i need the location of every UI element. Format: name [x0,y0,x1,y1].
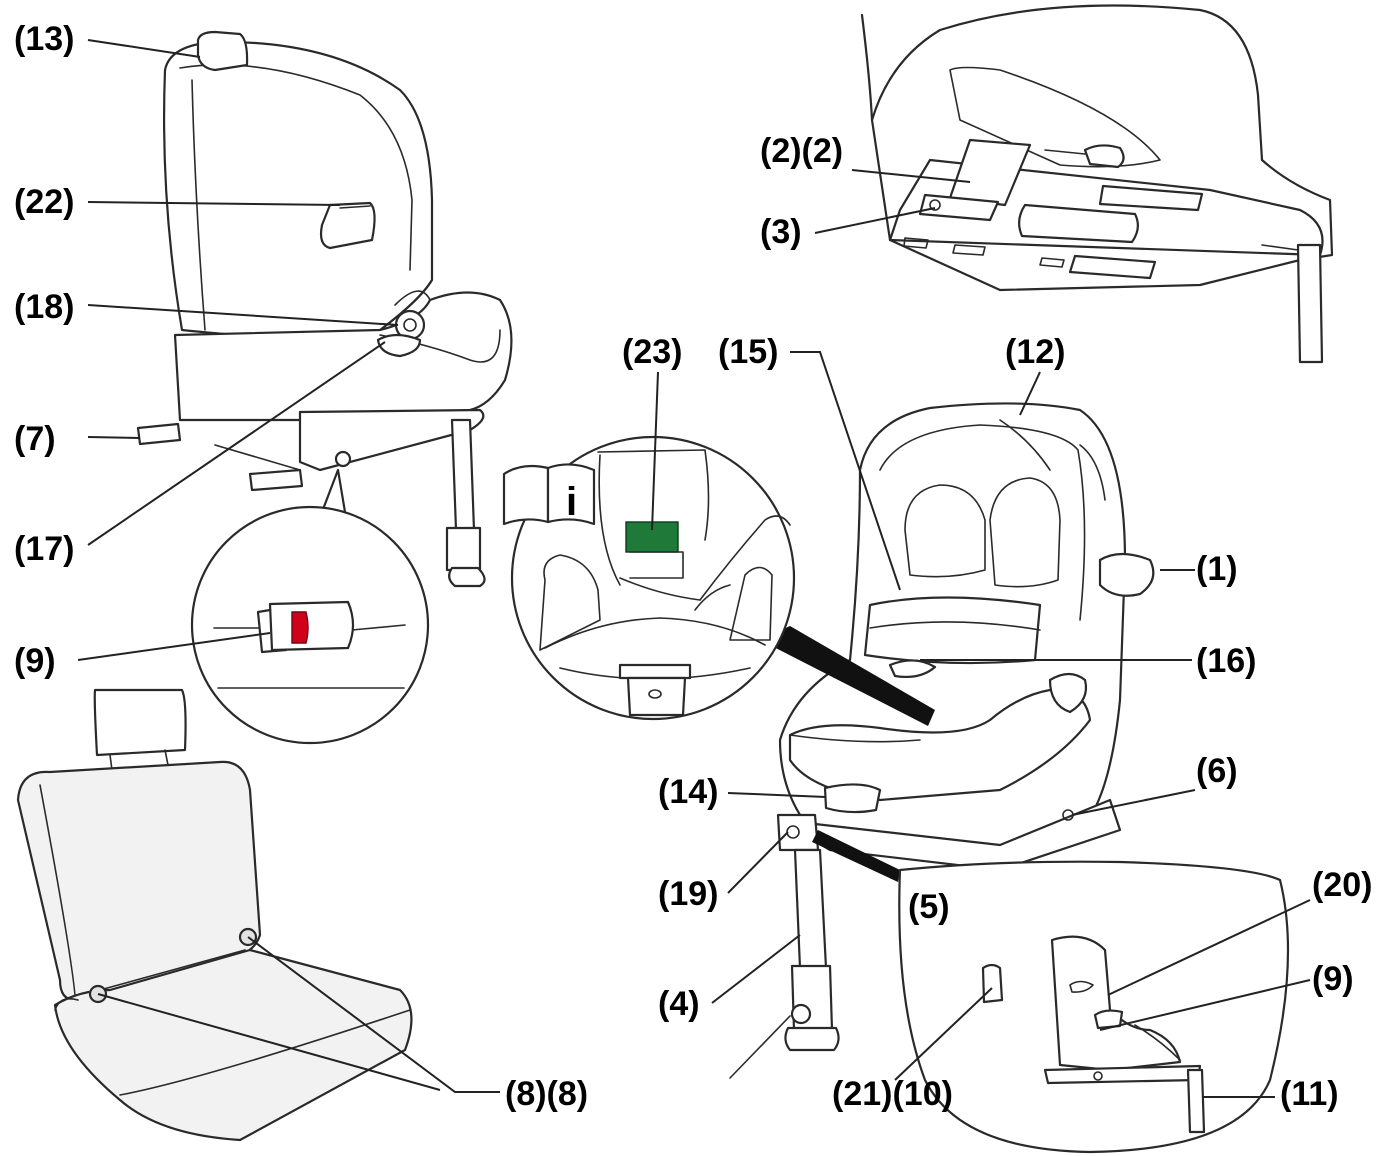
label-18: (18) [14,288,74,326]
leg-detail-panel [812,830,1290,1154]
underside-view [860,4,1334,364]
label-13: (13) [14,20,74,58]
label-1: (1) [1196,550,1238,588]
label-4: (4) [658,985,700,1023]
label-11: (11) [1280,1075,1339,1113]
label-8: (8)(8) [505,1075,588,1113]
manual-info-icon: i [502,463,596,526]
main-seat-view [729,402,1155,1079]
label-2: (2)(2) [760,132,843,170]
vehicle-seat [16,688,413,1142]
label-22: (22) [14,183,74,221]
label-6: (6) [1196,752,1238,790]
label-9-left: (9) [14,642,56,680]
label-3: (3) [760,213,802,251]
label-23: (23) [622,333,682,371]
label-20: (20) [1312,866,1372,904]
label-12: (12) [1005,333,1065,371]
label-14: (14) [658,773,718,811]
callout-labels: (13) (22) (18) (7) (17) (9) (2)(2) (3) (… [14,20,1372,1113]
label-21-10: (21)(10) [832,1075,953,1113]
label-5: (5) [908,888,950,926]
zoom-detail-indicator [190,468,430,745]
label-17: (17) [14,530,74,568]
manual-icon-letter: i [566,480,577,524]
label-15: (15) [718,333,778,371]
label-9-right: (9) [1312,960,1354,998]
label-16: (16) [1196,642,1256,680]
label-7: (7) [14,420,56,458]
label-19: (19) [658,875,718,913]
side-view-seat [136,30,513,588]
leader-lines [77,39,1311,1098]
